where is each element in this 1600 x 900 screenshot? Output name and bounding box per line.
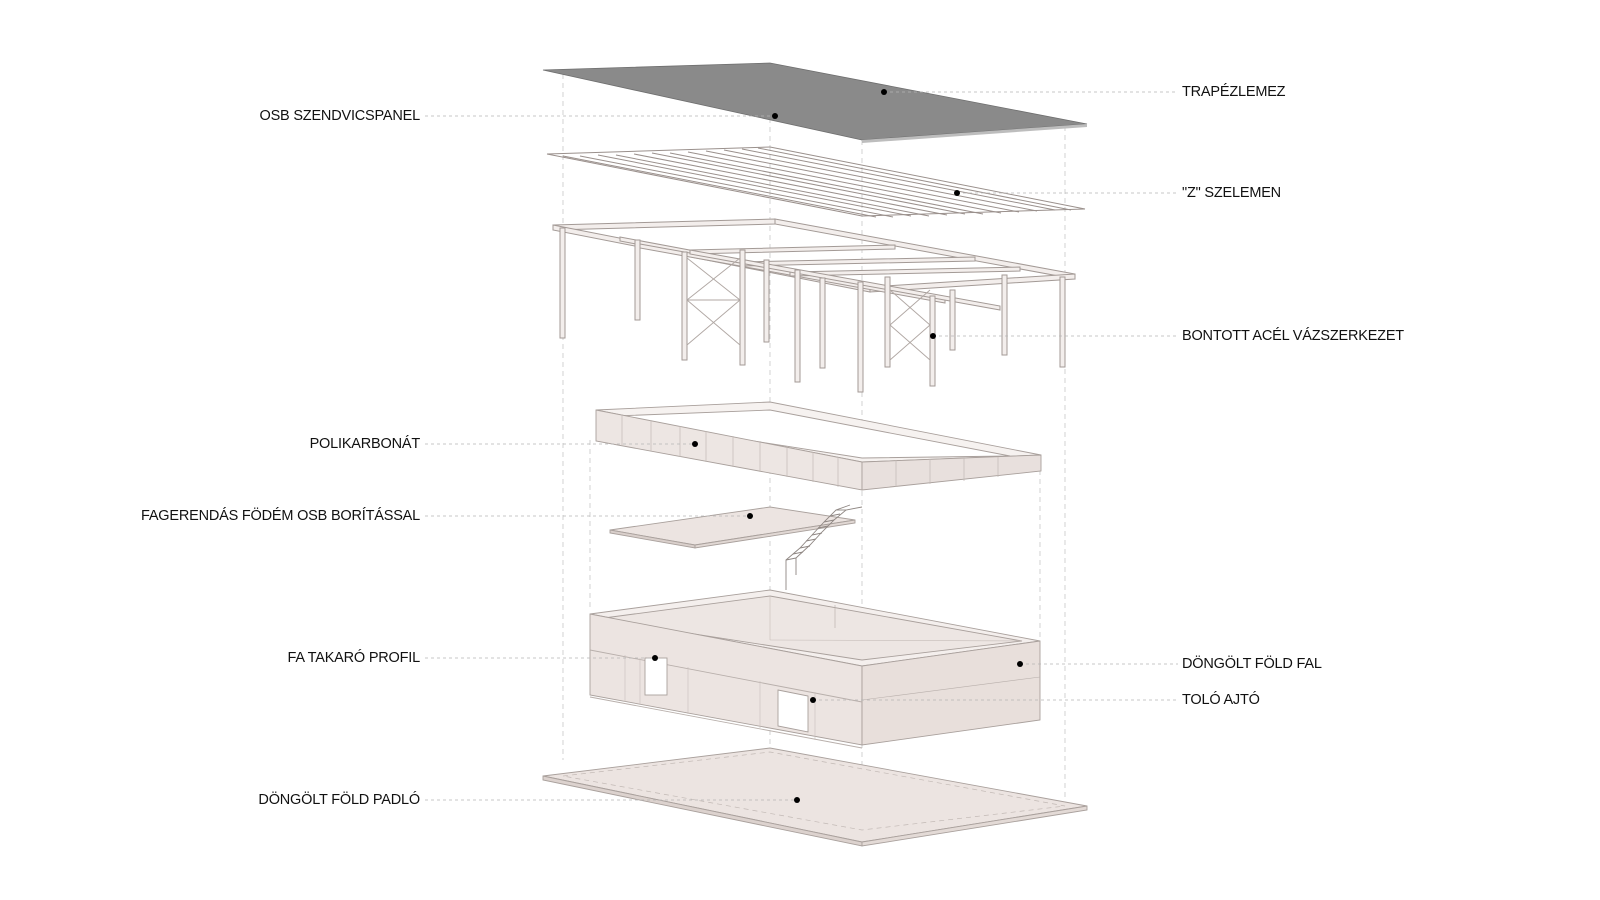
label-trapezlemez: TRAPÉZLEMEZ xyxy=(1182,84,1286,100)
dot-steel xyxy=(930,333,936,339)
dot-padlo xyxy=(794,797,800,803)
dot-fagerendas xyxy=(747,513,753,519)
stair xyxy=(785,504,863,590)
dot-osb xyxy=(772,113,778,119)
leader-lines xyxy=(425,91,1178,801)
label-dongolt-fal: DÖNGÖLT FÖLD FAL xyxy=(1182,656,1322,672)
roof-trapezoidal-sheet xyxy=(542,62,1088,143)
label-dongolt-padlo: DÖNGÖLT FÖLD PADLÓ xyxy=(258,792,420,808)
dot-trapez xyxy=(881,89,887,95)
polycarbonate-band xyxy=(595,401,1042,491)
label-tolo-ajto: TOLÓ AJTÓ xyxy=(1182,692,1260,708)
dot-z xyxy=(954,190,960,196)
dot-dongolt-fal xyxy=(1017,661,1023,667)
dot-fa-takaro xyxy=(652,655,658,661)
label-fa-takaro: FA TAKARÓ PROFIL xyxy=(287,650,421,666)
label-polikarbonat: POLIKARBONÁT xyxy=(309,436,421,452)
label-z-szelemen: "Z" SZELEMEN xyxy=(1182,185,1281,201)
rammed-earth-walls xyxy=(589,589,1041,749)
timber-floor-slab xyxy=(609,506,856,549)
dot-tolo-ajto xyxy=(810,697,816,703)
steel-bracing xyxy=(686,257,931,361)
leader-dots xyxy=(652,89,1023,803)
z-purlins xyxy=(546,146,1086,218)
label-osb-szendvicspanel: OSB SZENDVICSPANEL xyxy=(259,108,420,124)
label-bontott-acel: BONTOTT ACÉL VÁZSZERKEZET xyxy=(1182,328,1404,344)
label-fagerendas: FAGERENDÁS FÖDÉM OSB BORÍTÁSSAL xyxy=(140,508,420,524)
rammed-earth-floor xyxy=(542,747,1088,847)
dot-polikarbonat xyxy=(692,441,698,447)
steel-frame xyxy=(552,218,1076,393)
